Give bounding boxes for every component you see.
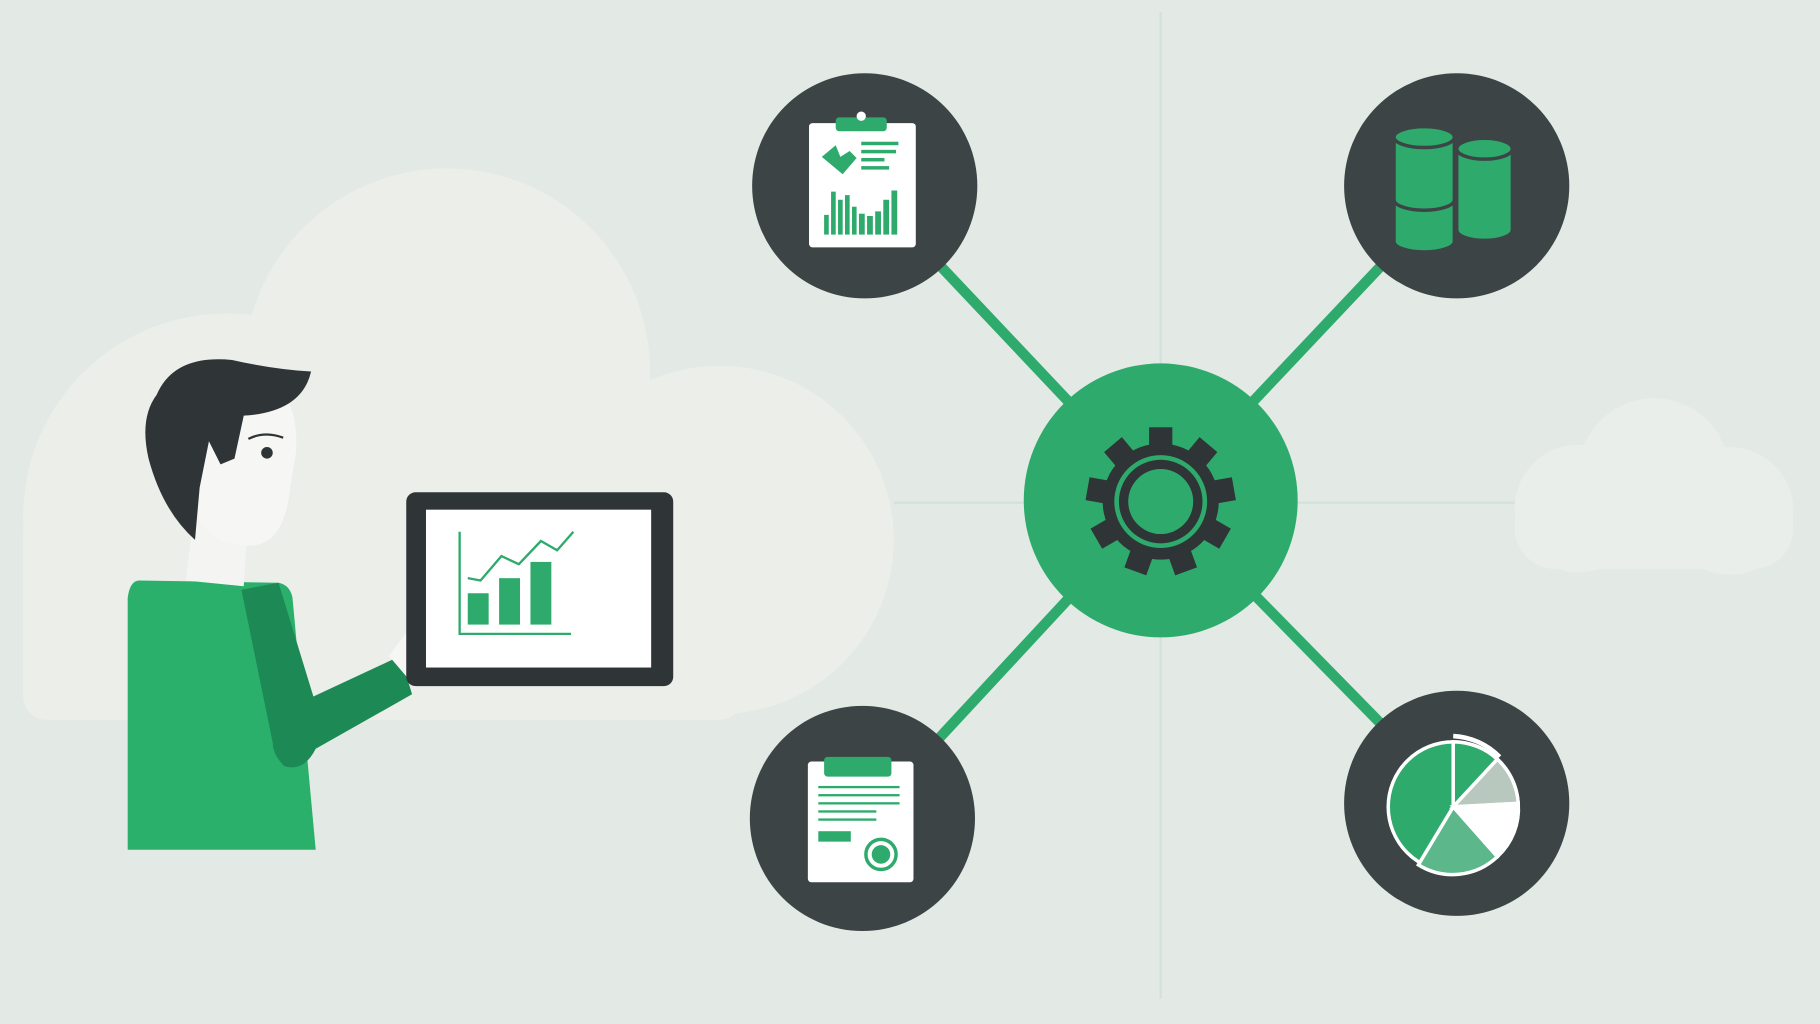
person bbox=[127, 359, 435, 850]
person-eye bbox=[261, 447, 273, 459]
person-hair bbox=[145, 359, 312, 540]
person-arm bbox=[241, 582, 413, 768]
gear-icon bbox=[1085, 427, 1236, 576]
small-cloud bbox=[1514, 398, 1794, 575]
document-certificate-icon bbox=[807, 756, 914, 883]
pie-chart-icon bbox=[1386, 733, 1521, 877]
line-bar-chart-icon bbox=[458, 530, 575, 636]
tablet bbox=[406, 492, 674, 687]
clipboard-report-icon bbox=[809, 111, 916, 248]
database-icon bbox=[1392, 124, 1515, 254]
